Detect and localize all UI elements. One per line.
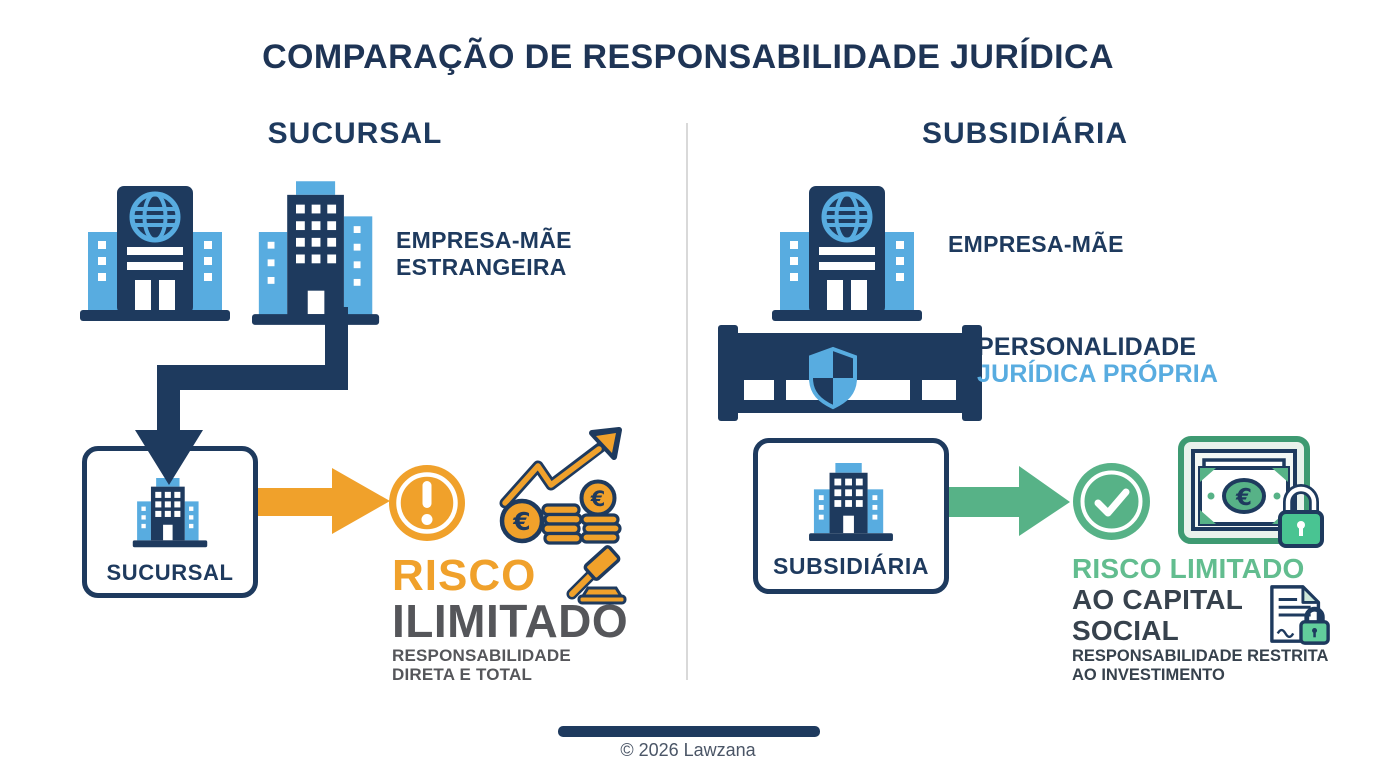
entity-box-label: SUCURSAL: [106, 560, 234, 585]
column-header-sucursal: SUCURSAL: [267, 117, 443, 150]
risk-caption-line2: AO INVESTIMENTO: [1072, 666, 1225, 684]
euro-symbol: €: [512, 507, 530, 536]
parent-company-label-right: EMPRESA-MÃE: [948, 231, 1124, 257]
entity-box-label: SUBSIDIÁRIA: [772, 553, 930, 579]
rising-chart-coins-icon: € €: [498, 426, 626, 548]
locked-document-icon: [1268, 583, 1332, 647]
page-title: COMPARAÇÃO DE RESPONSABILIDADE JURÍDICA: [262, 38, 1114, 76]
risk-caption-line1: RESPONSABILIDADE RESTRITA: [1072, 647, 1329, 665]
risk-word-risco: RISCO: [392, 551, 537, 600]
locked-banknote-icon: €: [1178, 436, 1326, 554]
risk-caption-left: RESPONSABILIDADE DIRETA E TOTAL: [392, 646, 571, 684]
risk-caption-line2: DIRETA E TOTAL: [392, 665, 533, 684]
risk-word-ilimitado: ILIMITADO: [392, 595, 629, 647]
entity-box-subsidiaria: SUBSIDIÁRIA: [753, 438, 949, 594]
risk-caption-line1: RESPONSABILIDADE: [392, 646, 571, 665]
legal-personality-line1: PERSONALIDADE: [977, 333, 1197, 361]
right-arrow-green-icon: [947, 464, 1072, 538]
subsidiary-building-icon: [807, 463, 895, 548]
parent-company-line2: ESTRANGEIRA: [396, 254, 567, 280]
parent-company-label-left: EMPRESA-MÃE ESTRANGEIRA: [396, 227, 572, 281]
risk-line1-green: RISCO LIMITADO: [1072, 553, 1305, 584]
barrier-shield-icon: [714, 323, 986, 423]
risk-caption-right: RESPONSABILIDADE RESTRITA AO INVESTIMENT…: [1072, 647, 1328, 685]
down-elbow-arrow-icon: [130, 305, 360, 495]
headquarters-globe-building-icon: [772, 184, 922, 324]
headquarters-globe-building-icon: [80, 184, 230, 324]
gavel-icon: [564, 544, 636, 606]
risk-line3-dark: SOCIAL: [1072, 615, 1179, 646]
risk-line2-dark: AO CAPITAL: [1072, 584, 1244, 615]
copyright-text: © 2026 Lawzana: [620, 740, 756, 760]
check-circle-icon: [1072, 462, 1151, 541]
column-divider: [686, 123, 688, 680]
right-arrow-orange-icon: [257, 465, 392, 537]
exclamation-circle-icon: [388, 464, 466, 542]
parent-company-line1: EMPRESA-MÃE: [396, 227, 572, 253]
euro-symbol: €: [1235, 485, 1252, 511]
footer-divider-bar: [558, 726, 820, 737]
column-header-subsidiaria: SUBSIDIÁRIA: [921, 117, 1128, 150]
euro-symbol: €: [590, 487, 606, 511]
legal-personality-line2: JURÍDICA PRÓPRIA: [977, 360, 1219, 388]
